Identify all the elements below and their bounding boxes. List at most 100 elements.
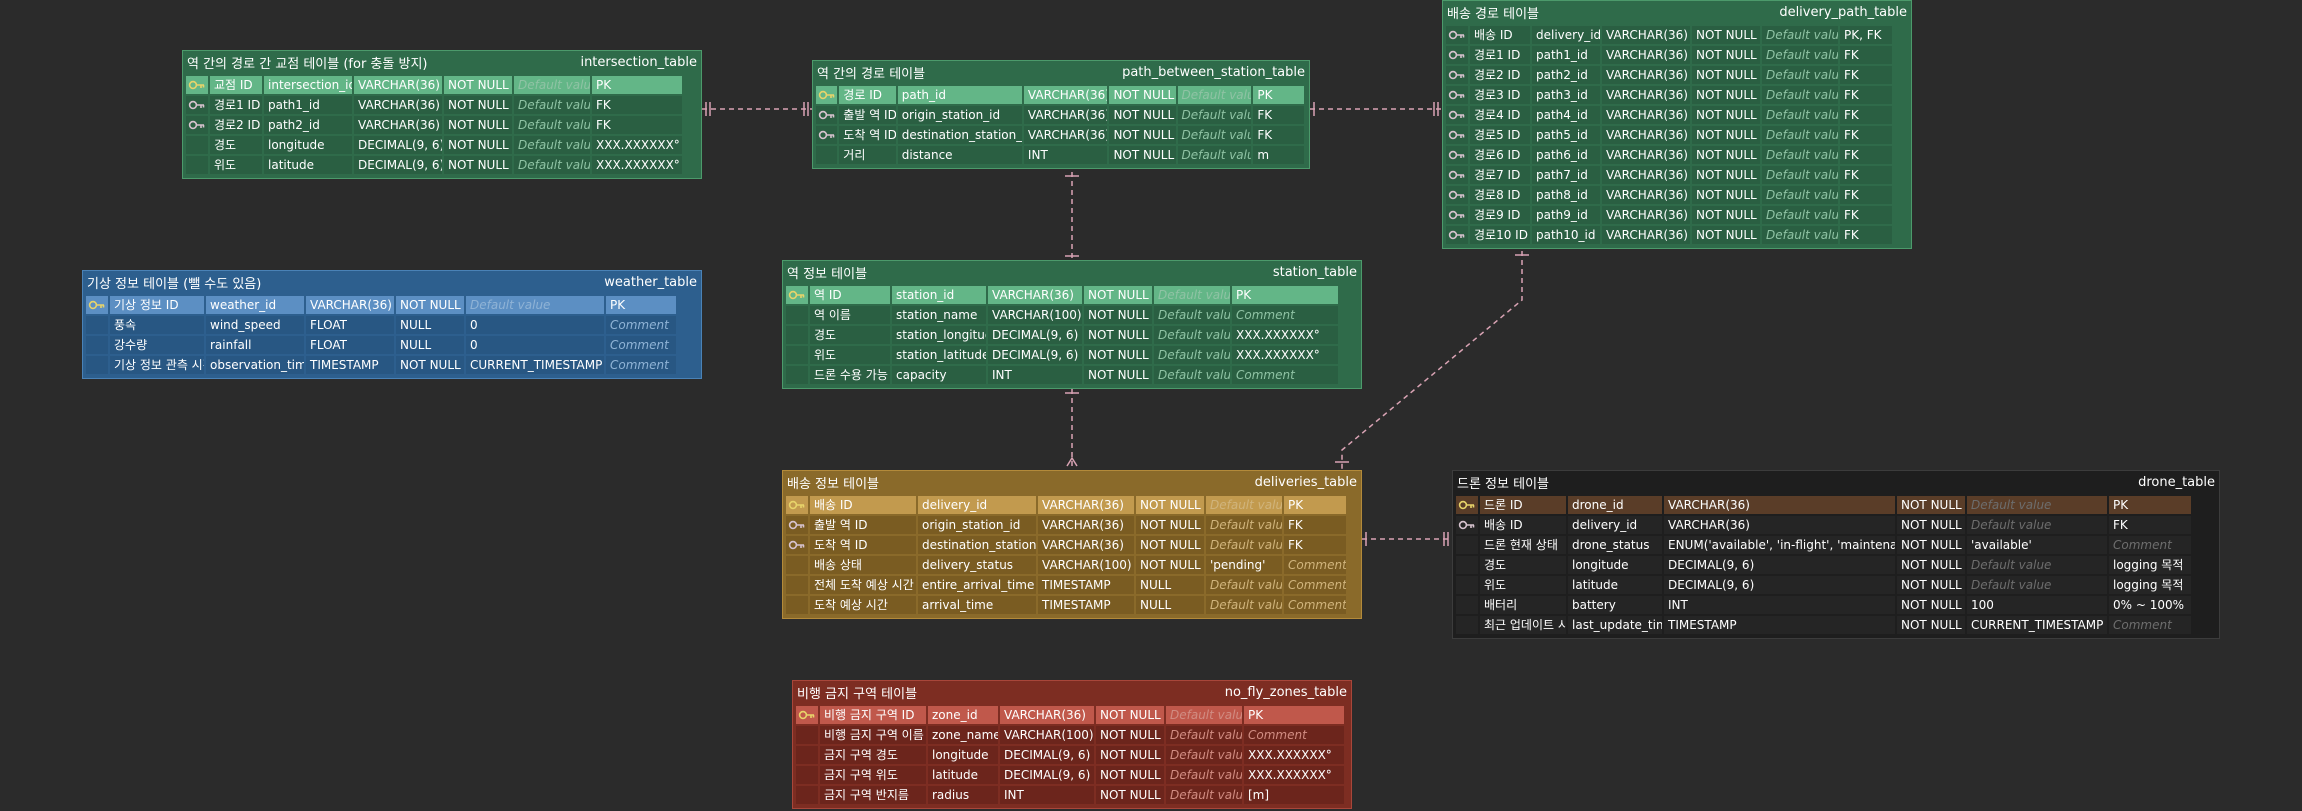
column-name[interactable]: delivery_id	[1568, 516, 1662, 534]
column-default[interactable]: Default value	[1177, 86, 1252, 104]
column-name[interactable]: capacity	[892, 366, 986, 384]
column-comment[interactable]: FK	[1284, 536, 1346, 554]
column-comment[interactable]: FK	[1840, 86, 1892, 104]
column-type[interactable]: INT	[1023, 146, 1108, 164]
column-name[interactable]: distance	[897, 146, 1022, 164]
column-comment[interactable]: FK	[1840, 106, 1892, 124]
column-default[interactable]: Default value	[1967, 576, 2107, 594]
column-label[interactable]: 경로 ID	[839, 86, 896, 104]
column-nullability[interactable]: NOT NULL	[1084, 306, 1152, 324]
column-label[interactable]: 역 이름	[810, 306, 890, 324]
column-default[interactable]: Default value	[1762, 166, 1838, 184]
column-nullability[interactable]: NOT NULL	[1692, 226, 1760, 244]
column-default[interactable]: Default value	[1762, 206, 1838, 224]
column-nullability[interactable]: NOT NULL	[1692, 26, 1760, 44]
column-comment[interactable]: PK	[1244, 706, 1344, 724]
column-name[interactable]: arrival_time	[918, 596, 1036, 614]
column-type[interactable]: VARCHAR(36)	[1023, 106, 1108, 124]
column-name[interactable]: path_id	[897, 86, 1022, 104]
column-type[interactable]: FLOAT	[306, 316, 394, 334]
column-label[interactable]: 위도	[210, 156, 262, 174]
column-default[interactable]: Default value	[1206, 576, 1282, 594]
column-default[interactable]: Default value	[514, 96, 590, 114]
column-default[interactable]: Default value	[1166, 786, 1242, 804]
column-nullability[interactable]: NULL	[396, 316, 464, 334]
column-name[interactable]: delivery_id	[918, 496, 1036, 514]
column-default[interactable]: Default value	[1762, 186, 1838, 204]
column-default[interactable]: Default value	[514, 156, 590, 174]
column-type[interactable]: VARCHAR(36)	[1602, 166, 1690, 184]
column-label[interactable]: 역 ID	[810, 286, 890, 304]
column-comment[interactable]: FK	[1840, 206, 1892, 224]
column-comment[interactable]: 0% ~ 100%	[2109, 596, 2191, 614]
column-default[interactable]: Default value	[1762, 126, 1838, 144]
column-comment[interactable]: Comment	[606, 316, 676, 334]
column-comment[interactable]: XXX.XXXXXX°	[1244, 746, 1344, 764]
column-default[interactable]: Default value	[1154, 366, 1230, 384]
column-nullability[interactable]: NOT NULL	[1136, 556, 1204, 574]
column-name[interactable]: longitude	[928, 746, 998, 764]
column-comment[interactable]: Comment	[1284, 576, 1346, 594]
column-name[interactable]: origin_station_id	[897, 106, 1022, 124]
column-type[interactable]: DECIMAL(9, 6)	[988, 326, 1082, 344]
column-label[interactable]: 교점 ID	[210, 76, 262, 94]
column-label[interactable]: 경로3 ID	[1470, 86, 1530, 104]
column-default[interactable]: 100	[1967, 596, 2107, 614]
column-name[interactable]: drone_id	[1568, 496, 1662, 514]
column-nullability[interactable]: NULL	[1136, 596, 1204, 614]
column-label[interactable]: 비행 금지 구역 이름	[820, 726, 926, 744]
column-nullability[interactable]: NULL	[396, 336, 464, 354]
column-type[interactable]: DECIMAL(9, 6)	[354, 156, 442, 174]
column-comment[interactable]: PK	[1253, 86, 1304, 104]
column-label[interactable]: 경도	[810, 326, 890, 344]
column-comment[interactable]: PK, FK	[1840, 26, 1892, 44]
column-default[interactable]: Default value	[514, 116, 590, 134]
column-label[interactable]: 기상 정보 ID	[110, 296, 204, 314]
column-nullability[interactable]: NOT NULL	[1136, 516, 1204, 534]
column-label[interactable]: 위도	[810, 346, 890, 364]
column-default[interactable]: Default value	[514, 136, 590, 154]
column-default[interactable]: Default value	[1206, 596, 1282, 614]
column-comment[interactable]: PK	[2109, 496, 2191, 514]
column-name[interactable]: entire_arrival_time	[918, 576, 1036, 594]
column-comment[interactable]: FK	[1840, 186, 1892, 204]
column-label[interactable]: 출발 역 ID	[810, 516, 916, 534]
column-comment[interactable]: FK	[1284, 516, 1346, 534]
column-default[interactable]: Default value	[1762, 226, 1838, 244]
column-name[interactable]: radius	[928, 786, 998, 804]
column-nullability[interactable]: NOT NULL	[1692, 126, 1760, 144]
column-comment[interactable]: FK	[1840, 226, 1892, 244]
column-name[interactable]: path4_id	[1532, 106, 1600, 124]
column-comment[interactable]: FK	[592, 96, 682, 114]
column-label[interactable]: 경도	[210, 136, 262, 154]
column-name[interactable]: destination_station_id	[897, 126, 1022, 144]
column-label[interactable]: 도착 예상 시간	[810, 596, 916, 614]
column-comment[interactable]: FK	[1840, 146, 1892, 164]
column-type[interactable]: VARCHAR(36)	[1602, 106, 1690, 124]
column-default[interactable]: Default value	[1154, 286, 1230, 304]
column-type[interactable]: VARCHAR(36)	[1602, 186, 1690, 204]
column-name[interactable]: zone_id	[928, 706, 998, 724]
column-type[interactable]: TIMESTAMP	[1038, 596, 1134, 614]
column-label[interactable]: 드론 수용 가능 수	[810, 366, 890, 384]
column-default[interactable]: Default value	[1177, 106, 1252, 124]
column-comment[interactable]: FK	[2109, 516, 2191, 534]
column-comment[interactable]: FK	[1253, 106, 1304, 124]
column-comment[interactable]: logging 목적	[2109, 556, 2191, 574]
column-type[interactable]: DECIMAL(9, 6)	[1664, 576, 1895, 594]
column-label[interactable]: 배송 상태	[810, 556, 916, 574]
